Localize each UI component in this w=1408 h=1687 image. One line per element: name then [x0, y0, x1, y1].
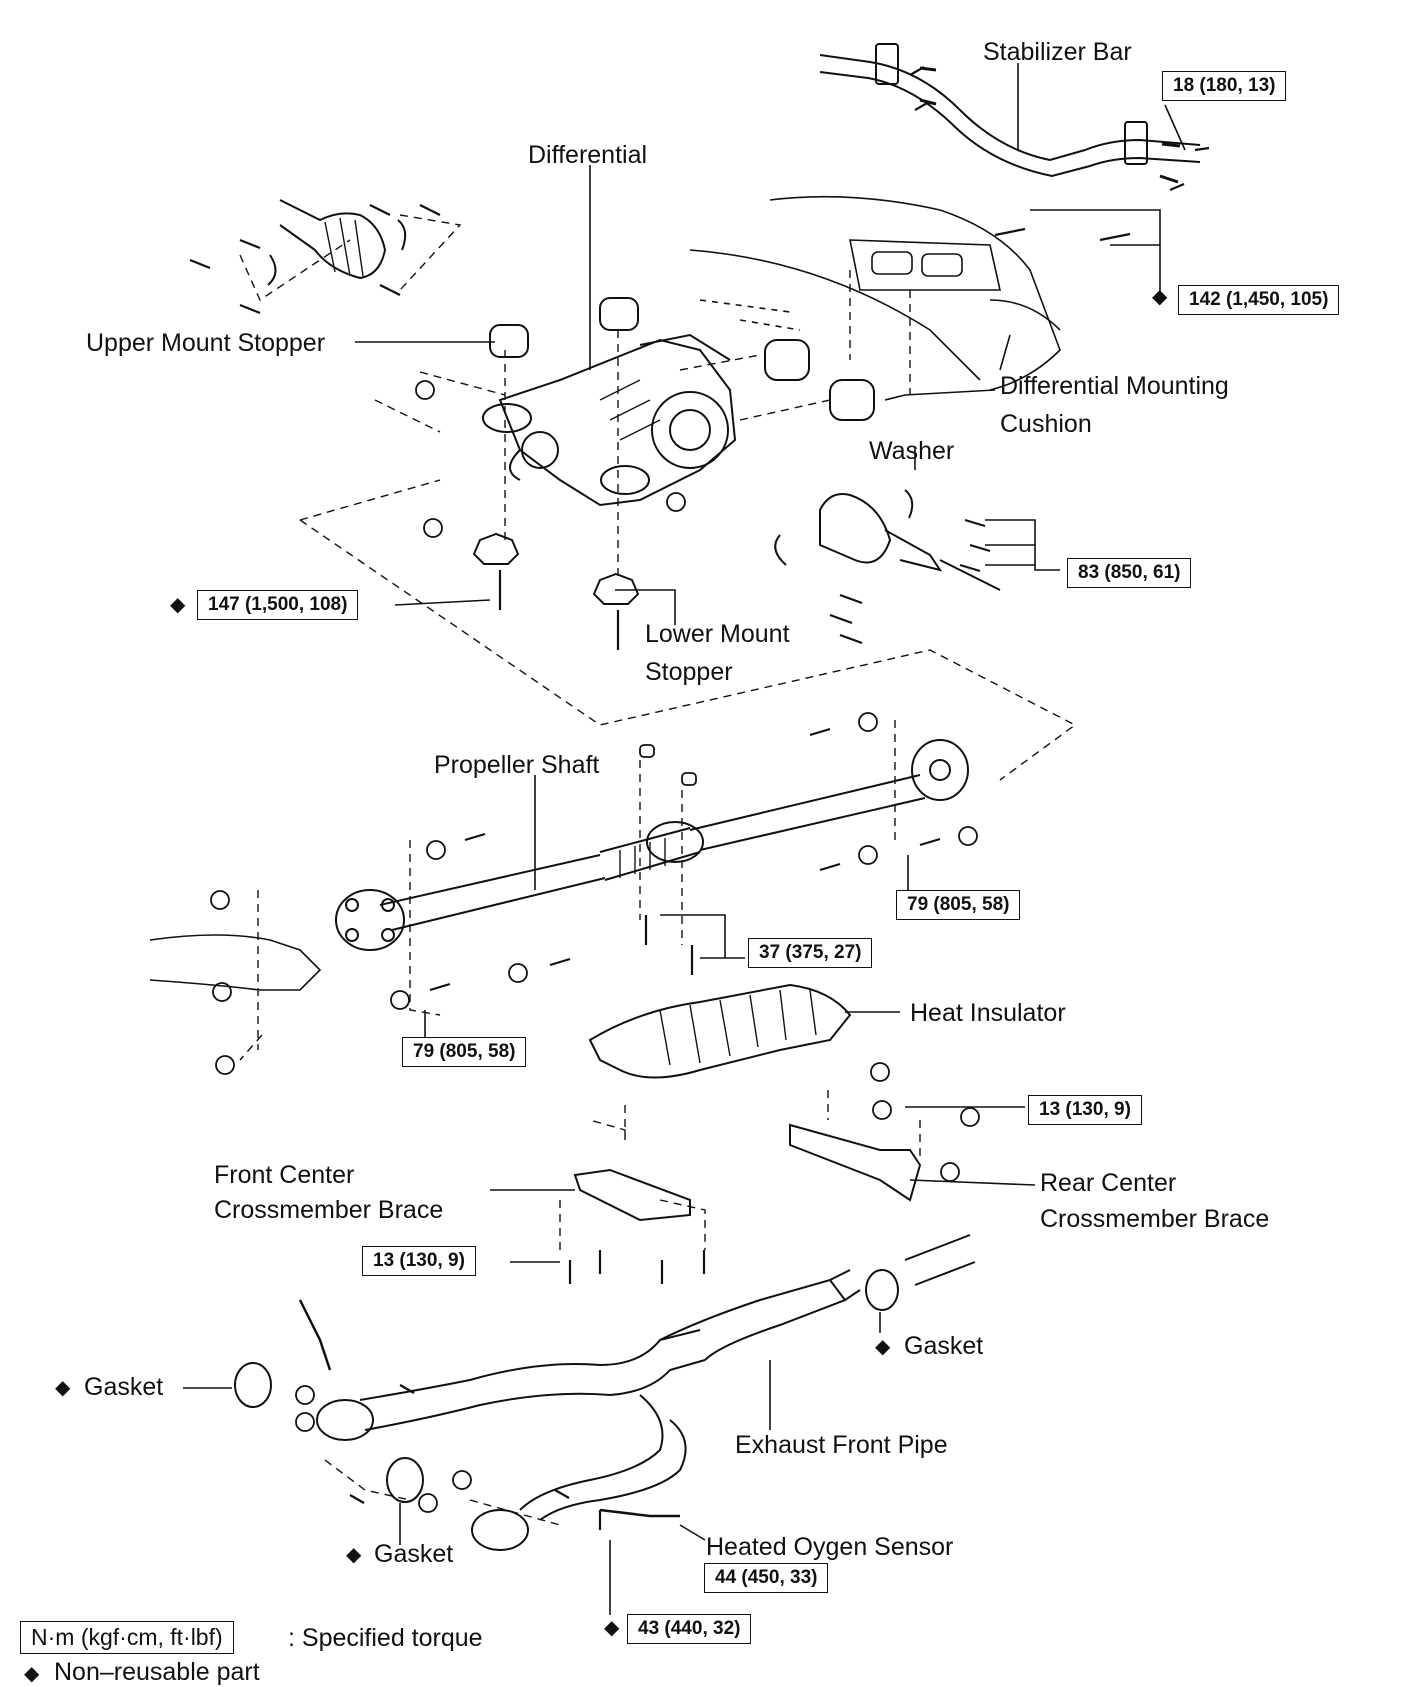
torque-prop-front-flange: 79 (805, 58)	[402, 1037, 527, 1067]
label-differential: Differential	[528, 141, 648, 169]
label-lower-mount-stopper-2: Stopper	[645, 658, 733, 686]
exhaust-front-pipe-part	[234, 1234, 976, 1551]
label-propeller-shaft: Propeller Shaft	[434, 751, 600, 779]
label-gasket-left: Gasket	[84, 1373, 164, 1401]
torque-center-bearing: 37 (375, 27)	[748, 938, 873, 968]
non-reusable-marker: ◆	[604, 1617, 620, 1639]
torque-stabilizer: 18 (180, 13)	[1162, 71, 1287, 101]
crossmember-braces	[573, 1123, 922, 1222]
rear-body-structure	[689, 195, 1061, 391]
label-diff-mounting-cushion-2: Cushion	[1000, 410, 1092, 438]
label-front-brace-1: Front Center	[214, 1161, 355, 1189]
torque-exhaust-nut: 43 (440, 32)	[627, 1614, 752, 1644]
non-reusable-marker: ◆	[346, 1544, 362, 1566]
differential-part	[482, 333, 737, 507]
legend-unit-desc: : Specified torque	[288, 1624, 483, 1652]
legend-non-reusable-desc: Non–reusable part	[54, 1658, 260, 1686]
torque-oxygen-sensor: 44 (450, 33)	[704, 1563, 829, 1593]
fastener-nuts	[210, 380, 980, 1513]
non-reusable-marker: ◆	[170, 594, 186, 616]
label-rear-brace-1: Rear Center	[1040, 1169, 1177, 1197]
propeller-shaft-part	[149, 739, 969, 991]
label-heat-insulator: Heat Insulator	[910, 999, 1066, 1027]
torque-rear-brace: 13 (130, 9)	[1028, 1095, 1142, 1125]
left-driveshaft-boot	[267, 199, 407, 286]
label-gasket-right: Gasket	[904, 1332, 984, 1360]
torque-front-brace: 13 (130, 9)	[362, 1246, 476, 1276]
non-reusable-marker: ◆	[55, 1377, 71, 1399]
right-driveshaft-boot	[774, 489, 1001, 591]
label-exhaust-front-pipe: Exhaust Front Pipe	[735, 1431, 948, 1459]
legend-unit-box: N·m (kgf·cm, ft·lbf)	[20, 1621, 234, 1654]
legend-non-reusable-marker: ◆	[24, 1663, 40, 1685]
alignment-dashed-lines	[239, 214, 1077, 1526]
non-reusable-marker: ◆	[875, 1336, 891, 1358]
label-lower-mount-stopper-1: Lower Mount	[645, 620, 790, 648]
label-stabilizer-bar: Stabilizer Bar	[983, 38, 1132, 66]
torque-cushion-bolts: 142 (1,450, 105)	[1178, 285, 1340, 315]
label-upper-mount-stopper: Upper Mount Stopper	[86, 329, 326, 357]
torque-lower-stopper-bolt: 147 (1,500, 108)	[197, 590, 359, 620]
torque-driveshaft-bolts: 83 (850, 61)	[1067, 558, 1192, 588]
label-front-brace-2: Crossmember Brace	[214, 1196, 444, 1224]
leader-lines	[183, 63, 1186, 1615]
label-washer: Washer	[869, 437, 955, 465]
label-gasket-bottom: Gasket	[374, 1540, 454, 1568]
fastener-bolts	[189, 66, 1210, 1530]
heat-insulator-part	[588, 983, 852, 1079]
torque-prop-rear-flange: 79 (805, 58)	[896, 890, 1021, 920]
label-heated-oxygen-sensor: Heated Oygen Sensor	[706, 1533, 954, 1561]
non-reusable-marker: ◆	[1152, 286, 1168, 308]
label-rear-brace-2: Crossmember Brace	[1040, 1205, 1270, 1233]
label-diff-mounting-cushion-1: Differential Mounting	[1000, 372, 1229, 400]
